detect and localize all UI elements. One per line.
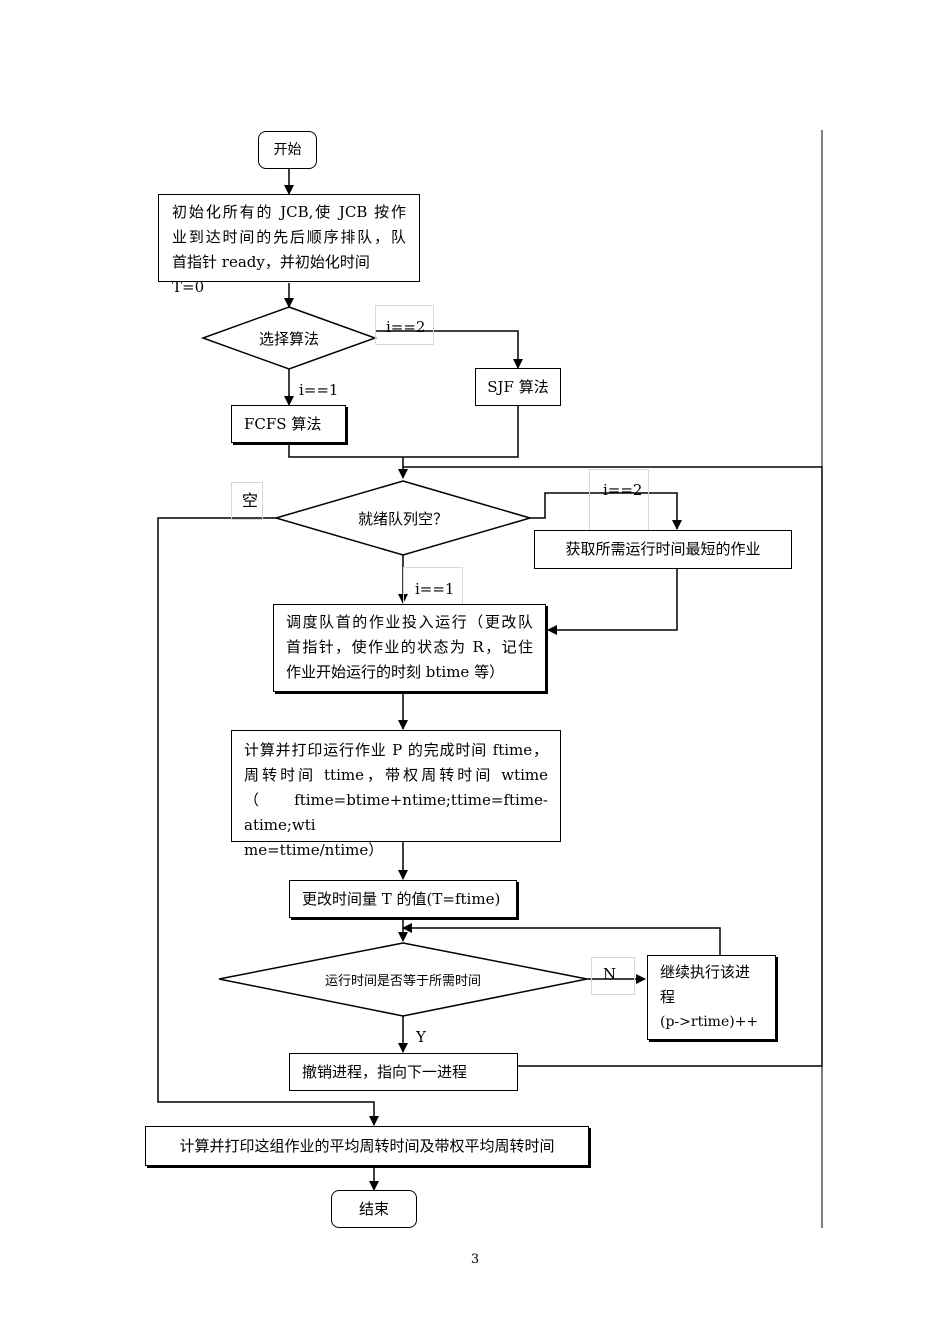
page-number: 3 [470,1252,480,1267]
init-line-3: 首指针 ready，并初始化时间 T=0 [172,253,370,296]
start-label: 开始 [273,142,302,158]
continue-line-1: 继续执行该进 [660,963,751,981]
y-label: Y [416,1028,426,1046]
continue-line-3: (p->rtime)++ [660,1014,759,1030]
end-label: 结束 [358,1200,389,1218]
runtime-check-diamond [218,942,588,1017]
final-compute-process: 计算并打印这组作业的平均周转时间及带权平均周转时间 [145,1126,589,1166]
cond-label-frame [589,469,649,531]
cond-i1-b-label: i==1 [415,580,455,598]
dispatch-line-3: 作业开始运行的时刻 btime 等） [286,663,505,681]
cond-i1-label: i==1 [299,381,339,399]
dispatch-line-2: 首指针，使作业的状态为 R，记住 [286,638,533,656]
queue-empty-label: 就绪队列空？ [357,510,448,528]
update-time-label: 更改时间量 T 的值(T=ftime) [302,890,501,908]
init-process: 初始化所有的 JCB,使 JCB 按作 业到达时间的先后顺序排队，队 首指针 r… [158,194,420,296]
final-compute-label: 计算并打印这组作业的平均周转时间及带权平均周转时间 [179,1137,555,1155]
select-algo-diamond [200,306,378,370]
compute-line-1: 计算并打印运行作业 P 的完成时间 ftime， [244,741,548,759]
empty-label-frame [231,482,263,520]
arrow-queue-shortest [530,492,682,530]
compute-line-3: （ ftime=btime+ntime;ttime=ftime-atime;wt… [244,791,548,834]
n-label: N [603,965,617,983]
compute-line-2: 周转时间 ttime，带权周转时间 wtime [244,766,548,784]
arrow-continue-loop [402,923,721,955]
dispatch-process: 调度队首的作业投入运行（更改队 首指针，使作业的状态为 R，记住 作业开始运行的… [273,604,546,692]
end-terminal: 结束 [331,1190,417,1228]
init-line-1: 初始化所有的 JCB,使 JCB 按作 [172,203,406,221]
sjf-label: SJF 算法 [487,378,549,396]
fcfs-process: FCFS 算法 [231,405,346,443]
dispatch-line-1: 调度队首的作业投入运行（更改队 [286,613,533,631]
runtime-check-label: 运行时间是否等于所需时间 [324,974,481,989]
cond-label-frame [375,305,434,345]
continue-line-2: 程 [660,988,676,1006]
fcfs-label: FCFS 算法 [244,415,322,433]
cancel-label: 撤销进程，指向下一进程 [302,1063,468,1081]
init-line-2: 业到达时间的先后顺序排队，队 [172,228,406,246]
update-time-process: 更改时间量 T 的值(T=ftime) [289,880,517,918]
cond-i2-b-label: i==2 [603,481,643,499]
empty-label: 空 [242,491,259,510]
sjf-process: SJF 算法 [475,368,561,406]
queue-empty-diamond [273,480,533,556]
arrow-empty-final [157,517,379,1126]
compute-line-4: me=ttime/ntime） [244,841,384,859]
cond-i2-label: i==2 [386,318,426,336]
arrow-shortest-dispatch [547,569,678,635]
select-algo-label: 选择算法 [258,330,319,348]
compute-process: 计算并打印运行作业 P 的完成时间 ftime， 周转时间 ttime，带权周转… [231,730,561,859]
continue-exec-process: 继续执行该进 程 (p->rtime)++ [647,955,776,1040]
n-label-frame [591,957,635,995]
shortest-job-process: 获取所需运行时间最短的作业 [534,530,792,569]
loop-back-line [403,466,823,1067]
start-terminal: 开始 [258,131,317,169]
shortest-job-label: 获取所需运行时间最短的作业 [565,540,761,558]
arrow-select-sjf [375,330,523,369]
cancel-process: 撤销进程，指向下一进程 [289,1053,518,1091]
